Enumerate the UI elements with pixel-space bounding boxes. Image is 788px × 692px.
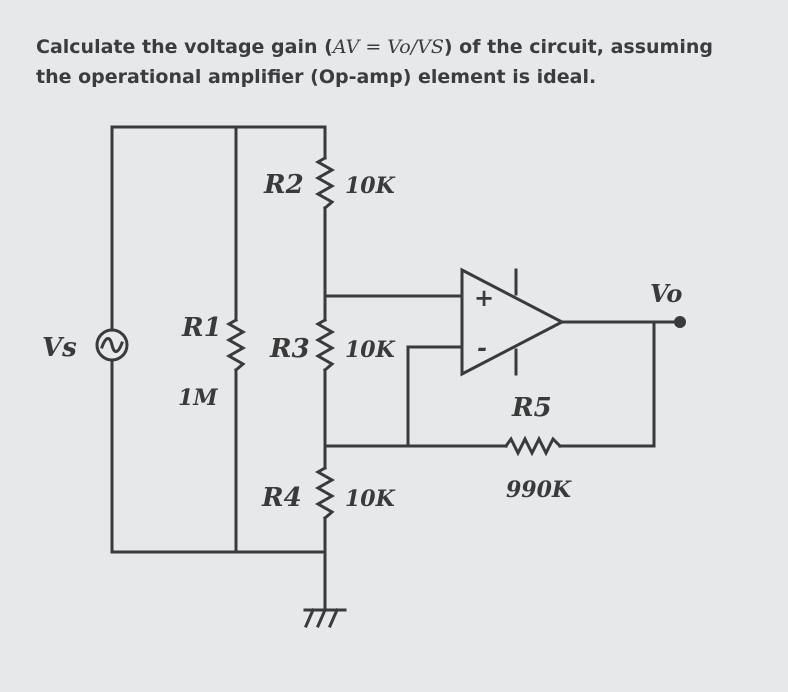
r3-label: R3 <box>269 334 310 364</box>
r1-resistor <box>225 317 247 373</box>
vs-label: Vs <box>42 333 77 363</box>
r2-value: 10K <box>345 173 396 199</box>
question-line1-prefix: Calculate the voltage gain ( <box>36 36 333 58</box>
r3-resistor <box>314 317 336 373</box>
ground-hatch-1 <box>304 608 315 628</box>
r5-label: R5 <box>511 393 552 423</box>
r1-value: 1M <box>178 385 218 411</box>
r1-label: R1 <box>181 313 222 343</box>
opamp-plus-sign: + <box>474 283 494 312</box>
opamp-triangle <box>460 267 566 377</box>
r5-value: 990K <box>506 477 572 503</box>
vo-label: Vo <box>650 279 682 308</box>
r4-resistor <box>314 465 336 521</box>
opamp-minus-sign: - <box>477 333 487 362</box>
question-line2: the operational amplifier (Op-amp) eleme… <box>36 66 597 88</box>
r4-label: R4 <box>261 483 302 513</box>
ground-hatch-3 <box>328 608 339 628</box>
gain-equation: AV = Vo/VS <box>332 36 444 58</box>
r5-resistor <box>503 435 563 457</box>
output-terminal <box>674 316 686 328</box>
sine-wave-icon <box>100 337 124 353</box>
r2-resistor <box>314 155 336 211</box>
question-text: Calculate the voltage gain (AV = Vo/VS) … <box>36 32 766 92</box>
r4-value: 10K <box>345 486 396 512</box>
ground-hatch-2 <box>316 608 327 628</box>
ac-source-icon <box>95 328 129 362</box>
r2-label: R2 <box>263 170 304 200</box>
question-line1-suffix: ) of the circuit, assuming <box>443 36 713 58</box>
r3-value: 10K <box>345 337 396 363</box>
